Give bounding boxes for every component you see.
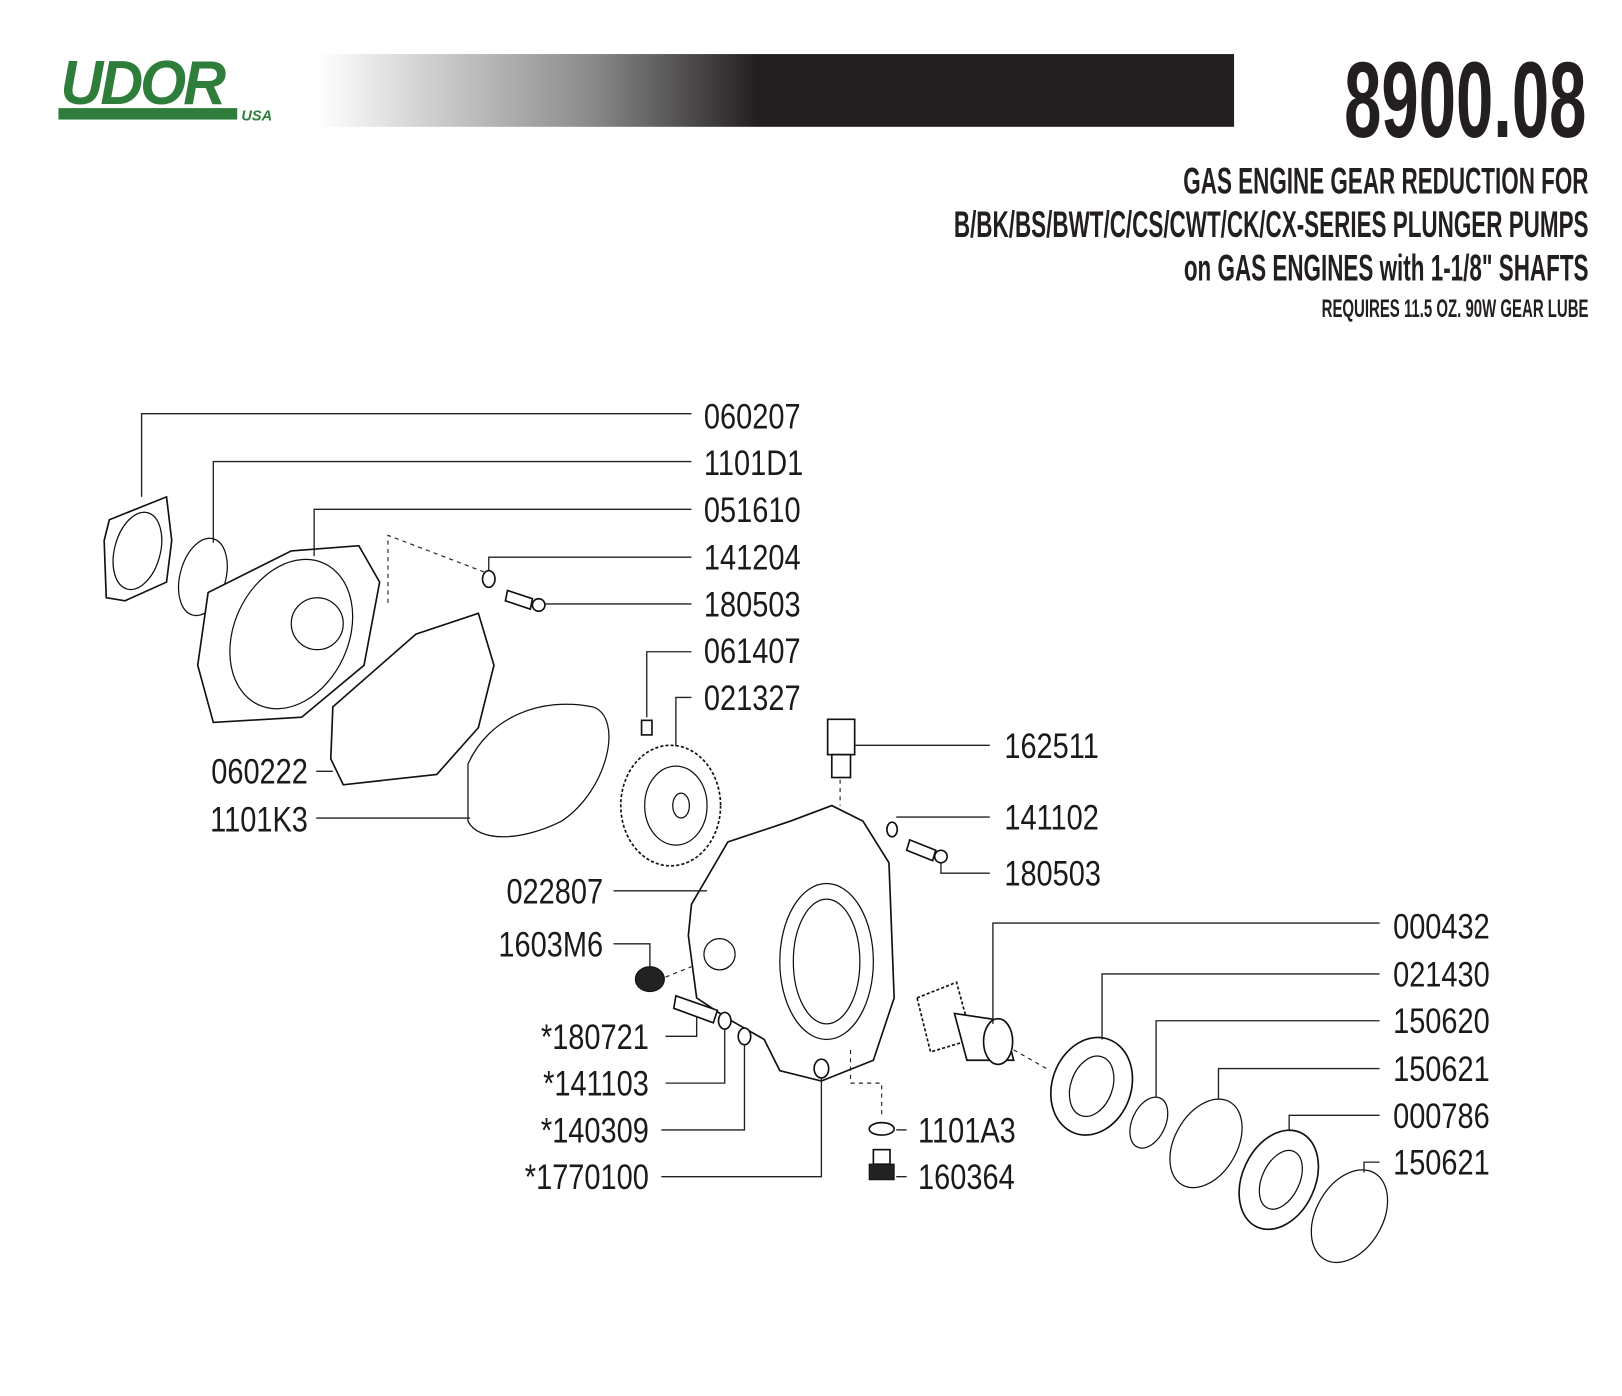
part-label: *140309 (541, 1111, 649, 1150)
oring-141102 (886, 821, 899, 838)
model-number: 8900.08 (1344, 41, 1586, 161)
plug-1603M6 (634, 966, 665, 993)
part-label: 022807 (506, 872, 603, 911)
part-label: 000786 (1393, 1096, 1490, 1135)
washer-140309 (737, 1027, 752, 1046)
title-line-1: GAS ENGINE GEAR REDUCTION FOR (1183, 159, 1588, 201)
part-label: *1770100 (525, 1157, 649, 1196)
title-line-2: B/BK/BS/BWT/C/CS/CWT/CK/CX-SERIES PLUNGE… (954, 203, 1589, 245)
part-label: 1101K3 (210, 800, 308, 839)
part-label: 021430 (1393, 955, 1490, 994)
part-label: 1603M6 (498, 925, 603, 964)
part-label: *141103 (543, 1064, 649, 1103)
snap-ring-150621b (1310, 1169, 1389, 1264)
screw-180503b (905, 838, 937, 862)
drain-plug-160364 (868, 1163, 895, 1181)
oring-1101K3 (467, 703, 610, 838)
gasket-060222 (329, 612, 495, 786)
bearing-021430 (1049, 1036, 1134, 1136)
part-label: 180503 (704, 585, 801, 624)
parts-drawing (103, 495, 1389, 1264)
logo-sub: USA (241, 109, 272, 125)
logo-text: UDOR (61, 48, 227, 118)
part-label: 162511 (1004, 726, 1098, 765)
part-label: 1101A3 (918, 1111, 1016, 1150)
washer-141204 (481, 569, 496, 589)
part-label: 061407 (704, 631, 801, 670)
leader-lines (140, 413, 1380, 1178)
part-label: 060222 (211, 752, 308, 791)
plug-061407 (640, 719, 653, 736)
washer-141103 (717, 1011, 732, 1030)
logo-underline (58, 108, 238, 120)
seal-1770100 (813, 1058, 830, 1079)
snap-ring-150621 (1169, 1098, 1243, 1189)
housing-022807 (687, 804, 895, 1082)
udor-logo: UDOR USA (58, 48, 272, 125)
seal-000786 (1238, 1129, 1320, 1231)
part-label: 051610 (704, 490, 801, 529)
header-gradient-bar (317, 54, 1235, 127)
part-label: 060207 (704, 397, 801, 436)
snap-ring-150620 (1129, 1096, 1169, 1149)
part-label: *180721 (541, 1017, 649, 1056)
lube-note: REQUIRES 11.5 OZ. 90W GEAR LUBE (1322, 295, 1589, 323)
part-label: 150621 (1393, 1143, 1490, 1182)
part-label: 141204 (704, 538, 801, 577)
part-label: 000432 (1393, 907, 1490, 946)
part-label: 021327 (704, 678, 801, 717)
screw-180503 (504, 589, 534, 611)
oring-1101A3 (868, 1121, 895, 1136)
title-line-3: on GAS ENGINES with 1-1/8" SHAFTS (1184, 247, 1589, 289)
part-label: 150621 (1393, 1049, 1490, 1088)
part-label: 160364 (918, 1157, 1015, 1196)
cover-051610 (196, 544, 381, 724)
bolt-180721 (672, 994, 719, 1024)
part-label: 141102 (1004, 798, 1098, 837)
breather-162511 (826, 718, 856, 756)
part-label: 150620 (1393, 1002, 1490, 1041)
part-label: 180503 (1004, 854, 1101, 893)
gear-021327 (619, 744, 722, 867)
part-labels: 060207 1101D1 051610 141204 180503 06140… (210, 397, 1490, 1197)
part-label: 1101D1 (704, 443, 803, 482)
gasket-060207 (103, 495, 173, 602)
